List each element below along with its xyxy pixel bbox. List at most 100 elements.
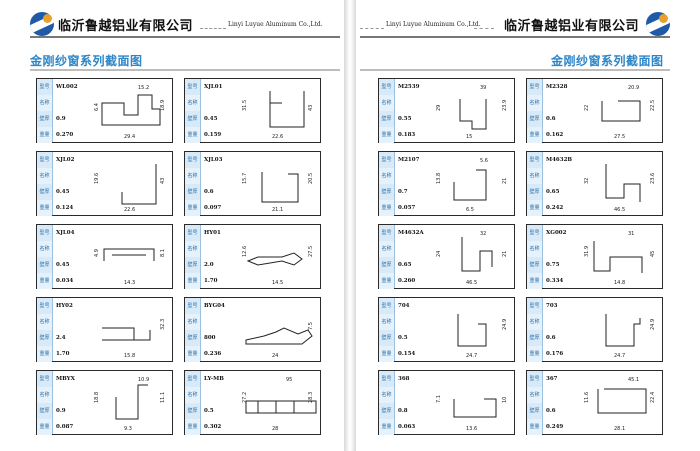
- section-rule: [30, 69, 340, 71]
- field-label: 型号: [381, 84, 392, 90]
- field-value-model: XJL01: [204, 84, 223, 90]
- dimension-label: 10: [502, 397, 508, 403]
- field-label: 重量: [37, 200, 52, 216]
- field-value-weight: 0.159: [204, 132, 222, 138]
- dimension-label: 6.4: [94, 103, 100, 111]
- field-value-name: [546, 314, 584, 330]
- field-label-column: 型号名称壁厚重量: [527, 371, 543, 435]
- profile-outline: [121, 164, 157, 205]
- left-page: 临沂鲁越铝业有限公司 Linyi Luyue Aluminum Co.,Ltd.…: [0, 0, 344, 451]
- field-value-thickness: 0.65: [546, 189, 560, 195]
- profile-outline: [453, 398, 497, 418]
- field-value-weight: 0.034: [56, 278, 74, 284]
- field-value-thickness: 800: [204, 335, 216, 341]
- field-label: 名称: [185, 95, 200, 111]
- field-value-thickness: 2.4: [56, 335, 66, 341]
- dimension-label: 20.9: [628, 85, 639, 91]
- field-label-column: 型号名称壁厚重量: [37, 152, 53, 216]
- field-label: 名称: [37, 241, 52, 257]
- field-value-model: XJL04: [56, 230, 75, 236]
- dimension-label: 4.9: [94, 249, 100, 257]
- dimension-label: 32: [584, 178, 590, 184]
- field-value-name: [546, 168, 584, 184]
- dimension-label: 24.9: [502, 319, 508, 330]
- field-label: 重量: [185, 419, 200, 435]
- field-value-model: 703: [546, 303, 558, 309]
- field-value-name: [398, 314, 436, 330]
- profile-outline: [269, 91, 305, 128]
- dimension-label: 8.1: [160, 249, 166, 257]
- field-value-weight: 0.124: [56, 205, 74, 211]
- dimension-label: 19.6: [94, 173, 100, 184]
- field-value-thickness: 0.6: [204, 189, 214, 195]
- dimension-label: 31: [628, 231, 634, 237]
- dimension-label: 15: [466, 134, 472, 140]
- field-value-name: [546, 241, 584, 257]
- dimension-label: 21: [502, 178, 508, 184]
- dimension-label: 9.3: [124, 426, 132, 432]
- field-value-name: [398, 241, 436, 257]
- dimension-label: 32: [480, 231, 486, 237]
- dimension-label: 28.3: [308, 392, 314, 403]
- field-value-thickness: 0.9: [56, 408, 66, 414]
- field-label-column: 型号名称壁厚重量: [185, 152, 201, 216]
- dimension-label: 11.6: [584, 392, 590, 403]
- profile-outline: [461, 237, 493, 272]
- dimension-label: 22.5: [650, 100, 656, 111]
- field-value-weight: 0.097: [204, 205, 222, 211]
- field-value-weight: 0.154: [398, 351, 416, 357]
- dimension-label: 14.3: [124, 280, 135, 286]
- field-label: 壁厚: [187, 116, 198, 122]
- field-value-name: [56, 314, 94, 330]
- field-label: 名称: [527, 241, 542, 257]
- field-label: 壁厚: [529, 408, 540, 414]
- right-header: Linyi Luyue Aluminum Co.,Ltd. 临沂鲁越铝业有限公司: [356, 12, 700, 38]
- dimension-label: 24.7: [614, 353, 625, 359]
- field-value-name: [56, 168, 94, 184]
- field-value-thickness: 0.75: [546, 262, 560, 268]
- cross-section-drawing: 14.3 8.1 4.9: [94, 227, 172, 287]
- field-label-column: 型号名称壁厚重量: [185, 298, 201, 362]
- field-label-column: 型号名称壁厚重量: [185, 371, 201, 435]
- profile-outline: [261, 172, 299, 203]
- field-label: 型号: [39, 157, 50, 163]
- field-label: 重量: [527, 127, 542, 143]
- field-label-column: 型号名称壁厚重量: [37, 225, 53, 289]
- field-label: 重量: [185, 346, 200, 362]
- profile-outline: [103, 248, 155, 261]
- field-value-name: [56, 387, 94, 403]
- dimension-label: 13.8: [436, 173, 442, 184]
- field-value-thickness: 2.0: [204, 262, 214, 268]
- field-label: 名称: [379, 168, 394, 184]
- field-label: 重量: [37, 127, 52, 143]
- field-label: 型号: [39, 230, 50, 236]
- field-label: 重量: [379, 127, 394, 143]
- field-value-thickness: 0.8: [398, 408, 408, 414]
- field-value-model: HY01: [204, 230, 221, 236]
- field-label: 重量: [527, 419, 542, 435]
- dimension-label: 27.5: [614, 134, 625, 140]
- field-label: 名称: [379, 314, 394, 330]
- field-value-model: XJL02: [56, 157, 75, 163]
- field-label: 壁厚: [39, 408, 50, 414]
- profile-outline: [101, 94, 161, 126]
- field-label: 型号: [529, 303, 540, 309]
- profile-outline: [115, 384, 148, 420]
